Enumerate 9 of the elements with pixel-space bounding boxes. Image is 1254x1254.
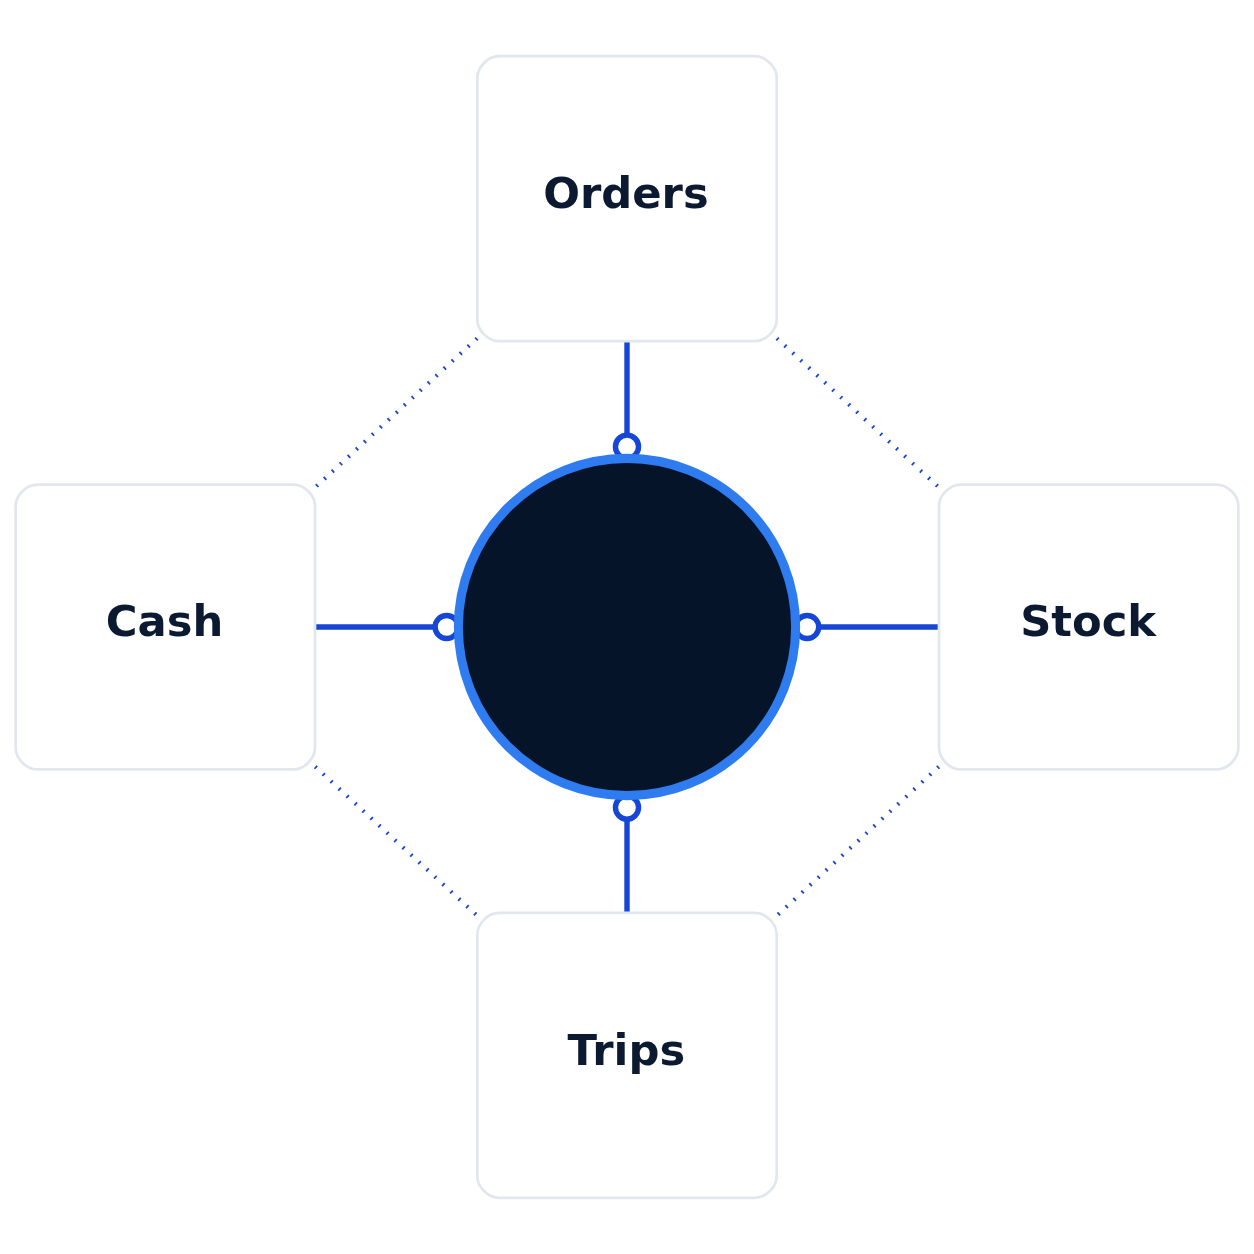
connector xyxy=(775,336,941,489)
connector xyxy=(313,765,479,918)
connector xyxy=(313,336,479,489)
node-box: Orders xyxy=(475,54,779,343)
node-box: Stock xyxy=(937,483,1240,771)
connector xyxy=(775,765,941,918)
node-box: Trips xyxy=(475,911,779,1200)
node-box: Cash xyxy=(14,483,317,771)
node-circle xyxy=(453,453,801,801)
